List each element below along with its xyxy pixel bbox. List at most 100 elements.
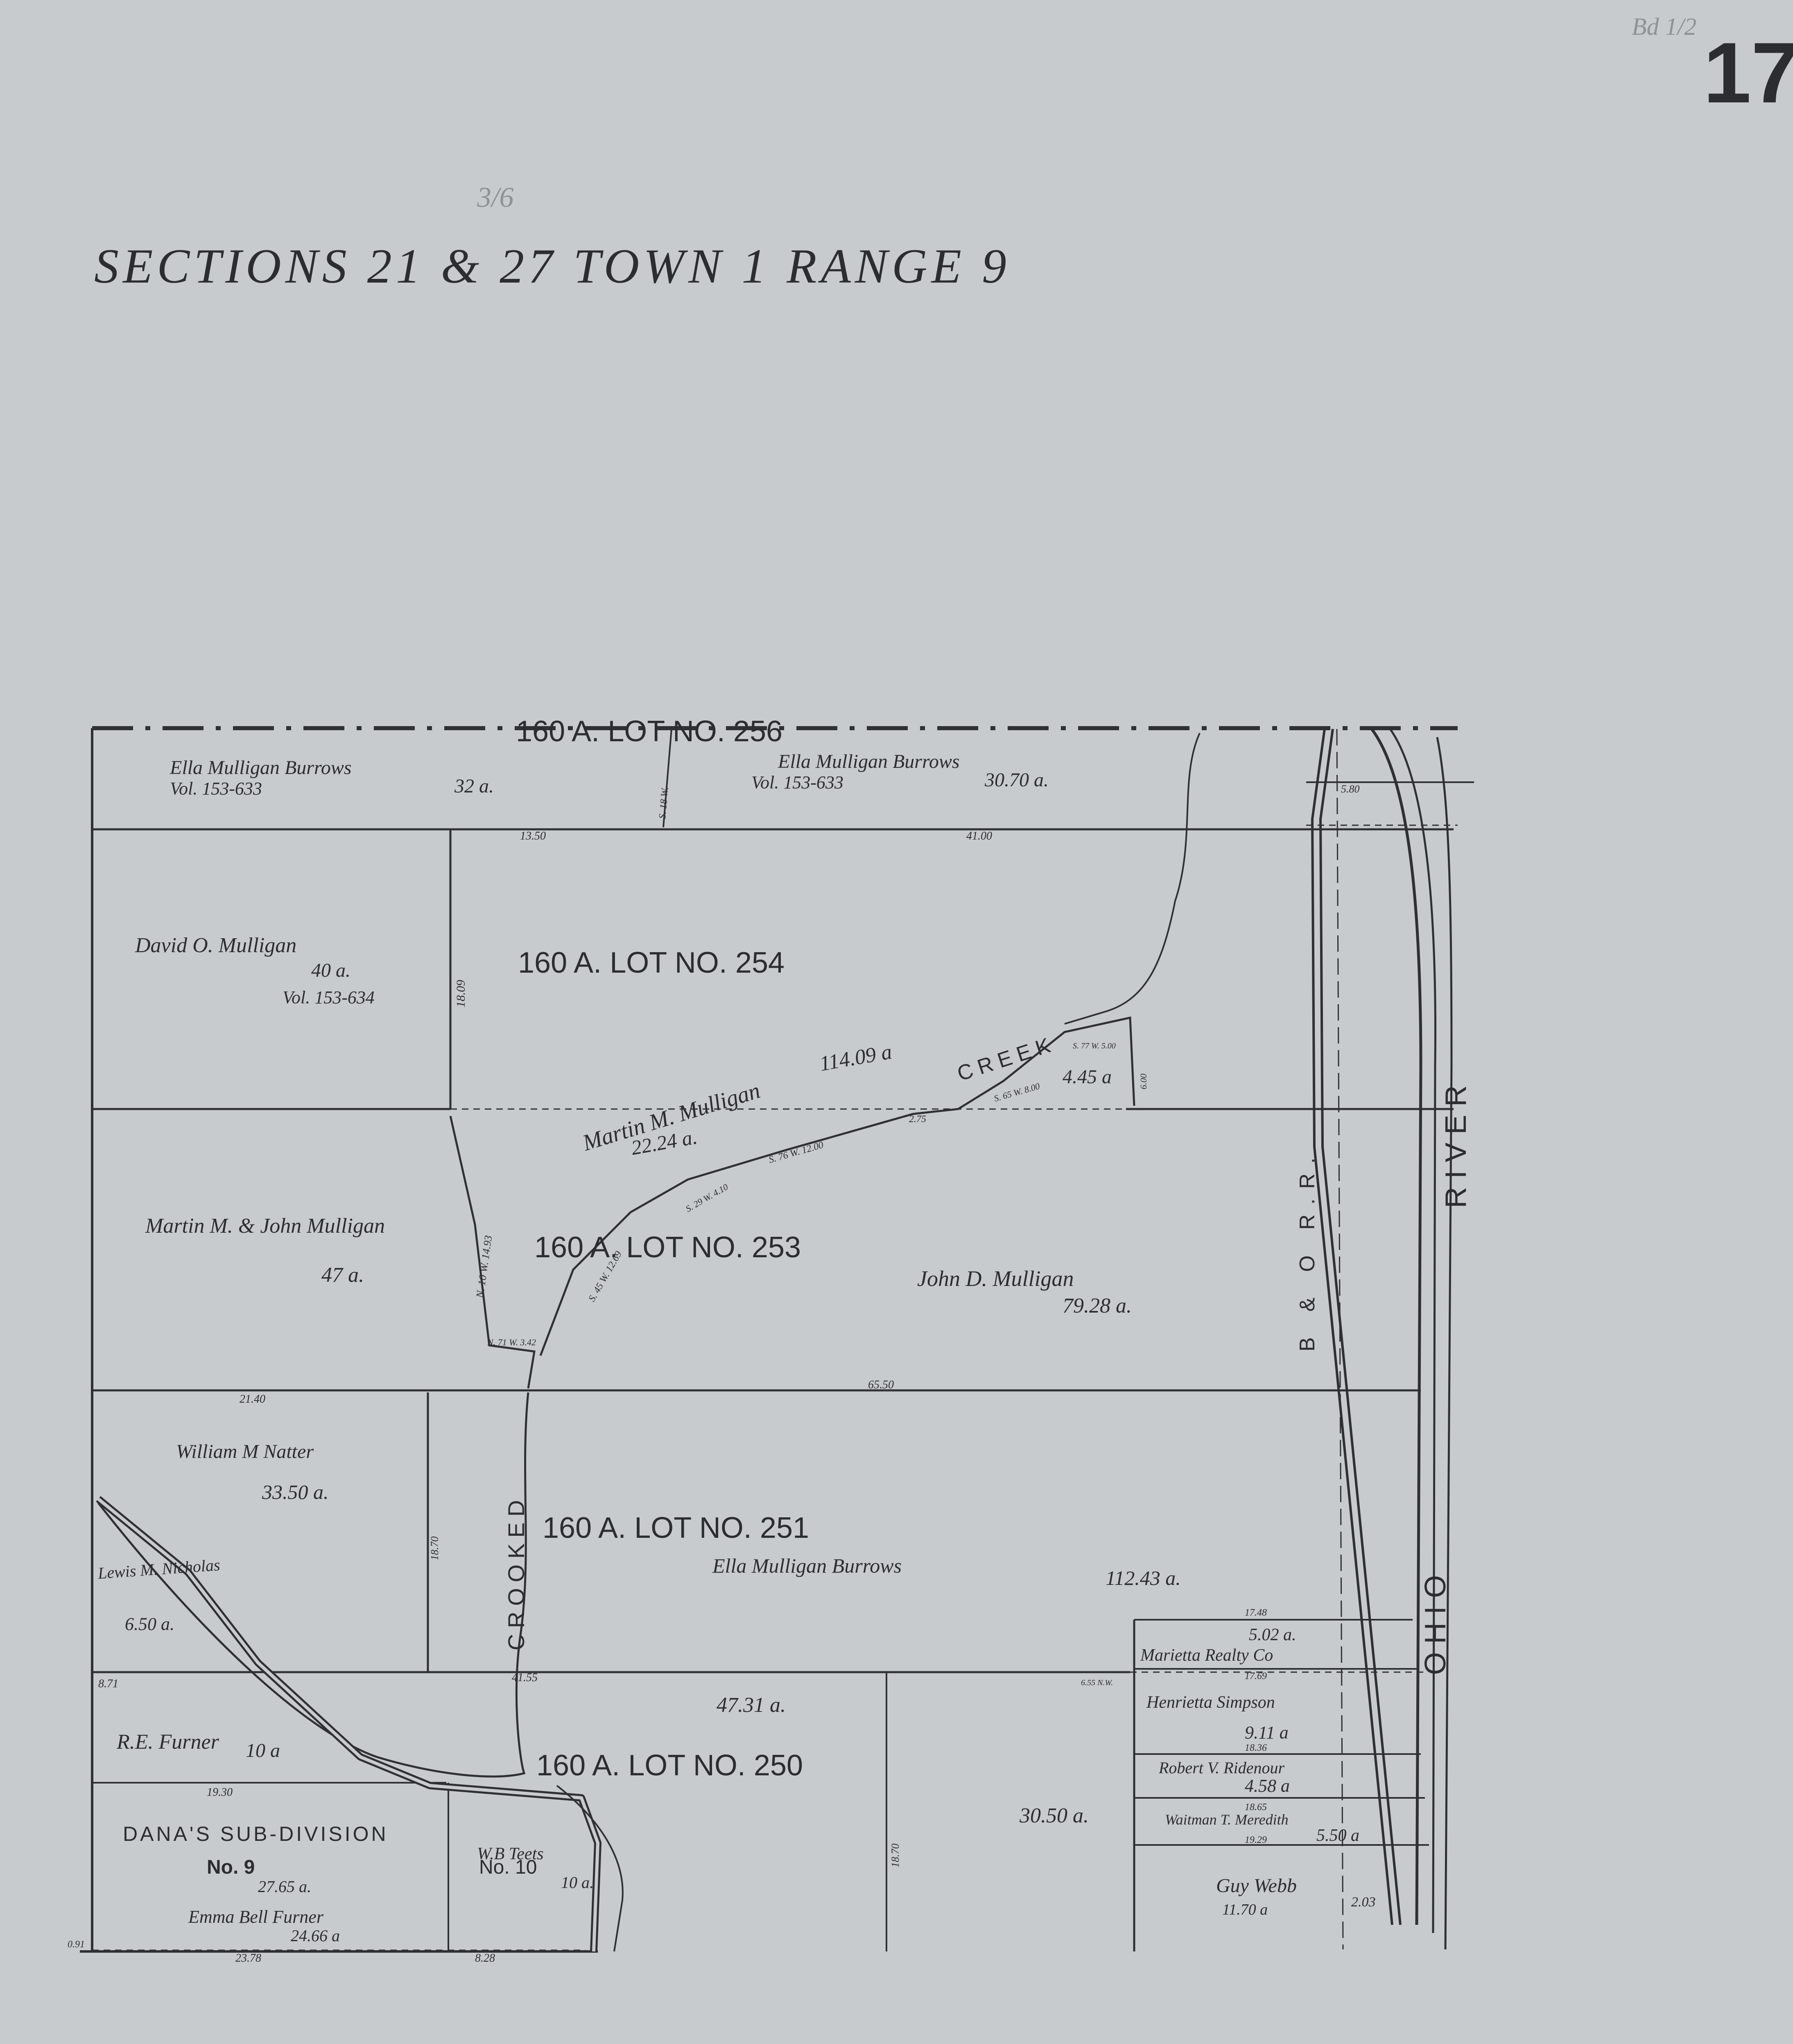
owner-burrows-lot-251: Ella Mulligan Burrows: [712, 1554, 902, 1577]
road-inner: [97, 1497, 599, 1952]
deed-burrows-west: Vol. 153-633: [170, 779, 262, 799]
area-meredith: 5.50 a: [1316, 1826, 1359, 1845]
distance-10: 23.78: [235, 1952, 261, 1965]
owner-webb: Guy Webb: [1216, 1875, 1297, 1897]
distance-0: 13.50: [520, 830, 546, 842]
river-bank-mid: [1389, 728, 1437, 1933]
owner-teets: W.B Teets: [477, 1845, 544, 1863]
bearing-9: 6.55 N.W.: [1081, 1678, 1113, 1687]
boundary-lines: [80, 726, 1458, 1953]
owner-ridenour: Robert V. Ridenour: [1158, 1759, 1284, 1777]
distance-6: 18.70: [429, 1537, 441, 1561]
area-david-mulligan: 40 a.: [311, 960, 350, 981]
distance-9: 19.30: [207, 1786, 233, 1799]
bearing-2: N. 71 W. 3.42: [487, 1337, 536, 1347]
creek: [96, 733, 1201, 1952]
railroad-track: [1311, 729, 1402, 1950]
area-teets: 10 a.: [561, 1873, 594, 1892]
area-furner: 10 a: [246, 1740, 280, 1761]
ohio-label: OHIO: [1419, 1567, 1452, 1675]
area-simpson: 9.11 a: [1245, 1723, 1289, 1743]
lot-254-label: 160 A. LOT NO. 254: [518, 946, 785, 979]
area-john-mulligan: 79.28 a.: [1063, 1294, 1132, 1317]
rail-centerline: [1336, 729, 1344, 1950]
parcel-lines: [92, 729, 1474, 1951]
lot-256-label: 160 A. LOT NO. 256: [516, 715, 782, 748]
area-47-31: 47.31 a.: [717, 1693, 786, 1717]
sheet-number: 17: [1703, 25, 1793, 121]
distance-2: 18.09: [454, 980, 468, 1008]
subdivision-name-dana: DANA'S SUB-DIVISION: [123, 1822, 389, 1845]
title-annotation: 3/6: [477, 182, 513, 213]
subdivision-labels: DANA'S SUB-DIVISION No. 9 27.65 a. No. 1…: [123, 1822, 537, 1896]
line-burrows-split: [662, 729, 672, 828]
distance-5: 21.40: [240, 1393, 265, 1406]
creek-lower: [97, 1392, 529, 1778]
distance-15: 17.69: [1245, 1671, 1267, 1682]
river-bank-east: [1436, 737, 1453, 1950]
area-natter: 33.50 a.: [262, 1480, 329, 1503]
bearing-7: S. 77 W. 5.00: [1073, 1041, 1116, 1050]
line-mulligan-jog: [449, 1116, 536, 1389]
area-emma-furner: 24.66 a: [291, 1926, 340, 1945]
lot-250-label: 160 A. LOT NO. 250: [536, 1749, 803, 1782]
rail-east: [1319, 729, 1402, 1925]
lot-labels: 160 A. LOT NO. 256 160 A. LOT NO. 254 16…: [516, 715, 809, 1782]
owner-john-mulligan: John D. Mulligan: [917, 1266, 1074, 1291]
parcel-labels: Ella Mulligan Burrows Vol. 153-633 32 a.…: [97, 751, 1359, 1945]
distance-17: 18.65: [1245, 1802, 1267, 1813]
rail-west: [1311, 729, 1393, 1925]
area-marietta-realty: 5.02 a.: [1249, 1625, 1296, 1644]
distance-8: 41.55: [512, 1671, 538, 1684]
distance-12: 0.91: [68, 1939, 85, 1950]
subdivision-number-10: No. 10: [479, 1856, 537, 1878]
distance-11: 8.28: [475, 1952, 495, 1965]
bearing-8: 6.00: [1138, 1074, 1149, 1090]
owner-david-mulligan: David O. Mulligan: [135, 934, 296, 957]
corner-note: Bd 1/2: [1632, 13, 1696, 40]
distance-16: 18.36: [1245, 1743, 1267, 1753]
distance-20: 2.03: [1351, 1895, 1376, 1910]
map-title: SECTIONS 21 & 27 TOWN 1 RANGE 9: [94, 239, 1011, 293]
area-burrows-east: 30.70 a.: [984, 769, 1049, 791]
river-label: RIVER: [1440, 1077, 1472, 1208]
distance-18: 19.29: [1245, 1835, 1267, 1845]
owner-meredith: Waitman T. Meredith: [1165, 1811, 1289, 1828]
distance-19: 5.80: [1341, 783, 1360, 795]
creek-outlet: [556, 1785, 624, 1952]
area-nicholas: 6.50 a.: [125, 1614, 174, 1634]
distance-1: 41.00: [966, 830, 992, 842]
owner-emma-furner: Emma Bell Furner: [188, 1907, 324, 1927]
owner-burrows-east: Ella Mulligan Burrows: [778, 751, 960, 772]
owner-martin-john: Martin M. & John Mulligan: [145, 1214, 385, 1238]
owner-marietta-realty: Marietta Realty Co: [1140, 1646, 1273, 1665]
distance-3: 2.75: [909, 1114, 926, 1125]
subdivision-number-9: No. 9: [207, 1856, 255, 1878]
deed-burrows-east: Vol. 153-633: [751, 772, 843, 792]
creek-upper: [1064, 733, 1201, 1025]
distance-13: 18.70: [889, 1844, 901, 1868]
subdivision-area-9: 27.65 a.: [258, 1877, 311, 1896]
deed-david-mulligan: Vol. 153-634: [283, 987, 375, 1007]
crooked-label: CROOKED: [503, 1494, 529, 1650]
owner-simpson: Henrietta Simpson: [1146, 1693, 1275, 1712]
river-bank-west: [1370, 728, 1422, 1925]
area-burrows-lot-251: 112.43 a.: [1106, 1566, 1181, 1589]
distance-14: 17.48: [1245, 1607, 1267, 1618]
area-martin-john: 47 a.: [321, 1263, 364, 1287]
line-creek-traverse: [539, 1016, 1135, 1356]
area-30-50: 30.50 a.: [1019, 1804, 1089, 1827]
lot-253-label: 160 A. LOT NO. 253: [534, 1231, 801, 1264]
railroad-label: B & O R.R.: [1296, 1148, 1319, 1351]
area-4-45: 4.45 a: [1063, 1066, 1112, 1088]
owner-burrows-west: Ella Mulligan Burrows: [170, 757, 352, 779]
area-burrows-west: 32 a.: [454, 775, 494, 797]
area-ridenour: 4.58 a: [1245, 1776, 1290, 1796]
owner-furner: R.E. Furner: [116, 1730, 219, 1754]
distance-4: 65.50: [868, 1379, 894, 1391]
river-banks: [1370, 728, 1453, 1950]
distance-7: 8.71: [98, 1677, 118, 1690]
lot-251-label: 160 A. LOT NO. 251: [543, 1512, 809, 1544]
